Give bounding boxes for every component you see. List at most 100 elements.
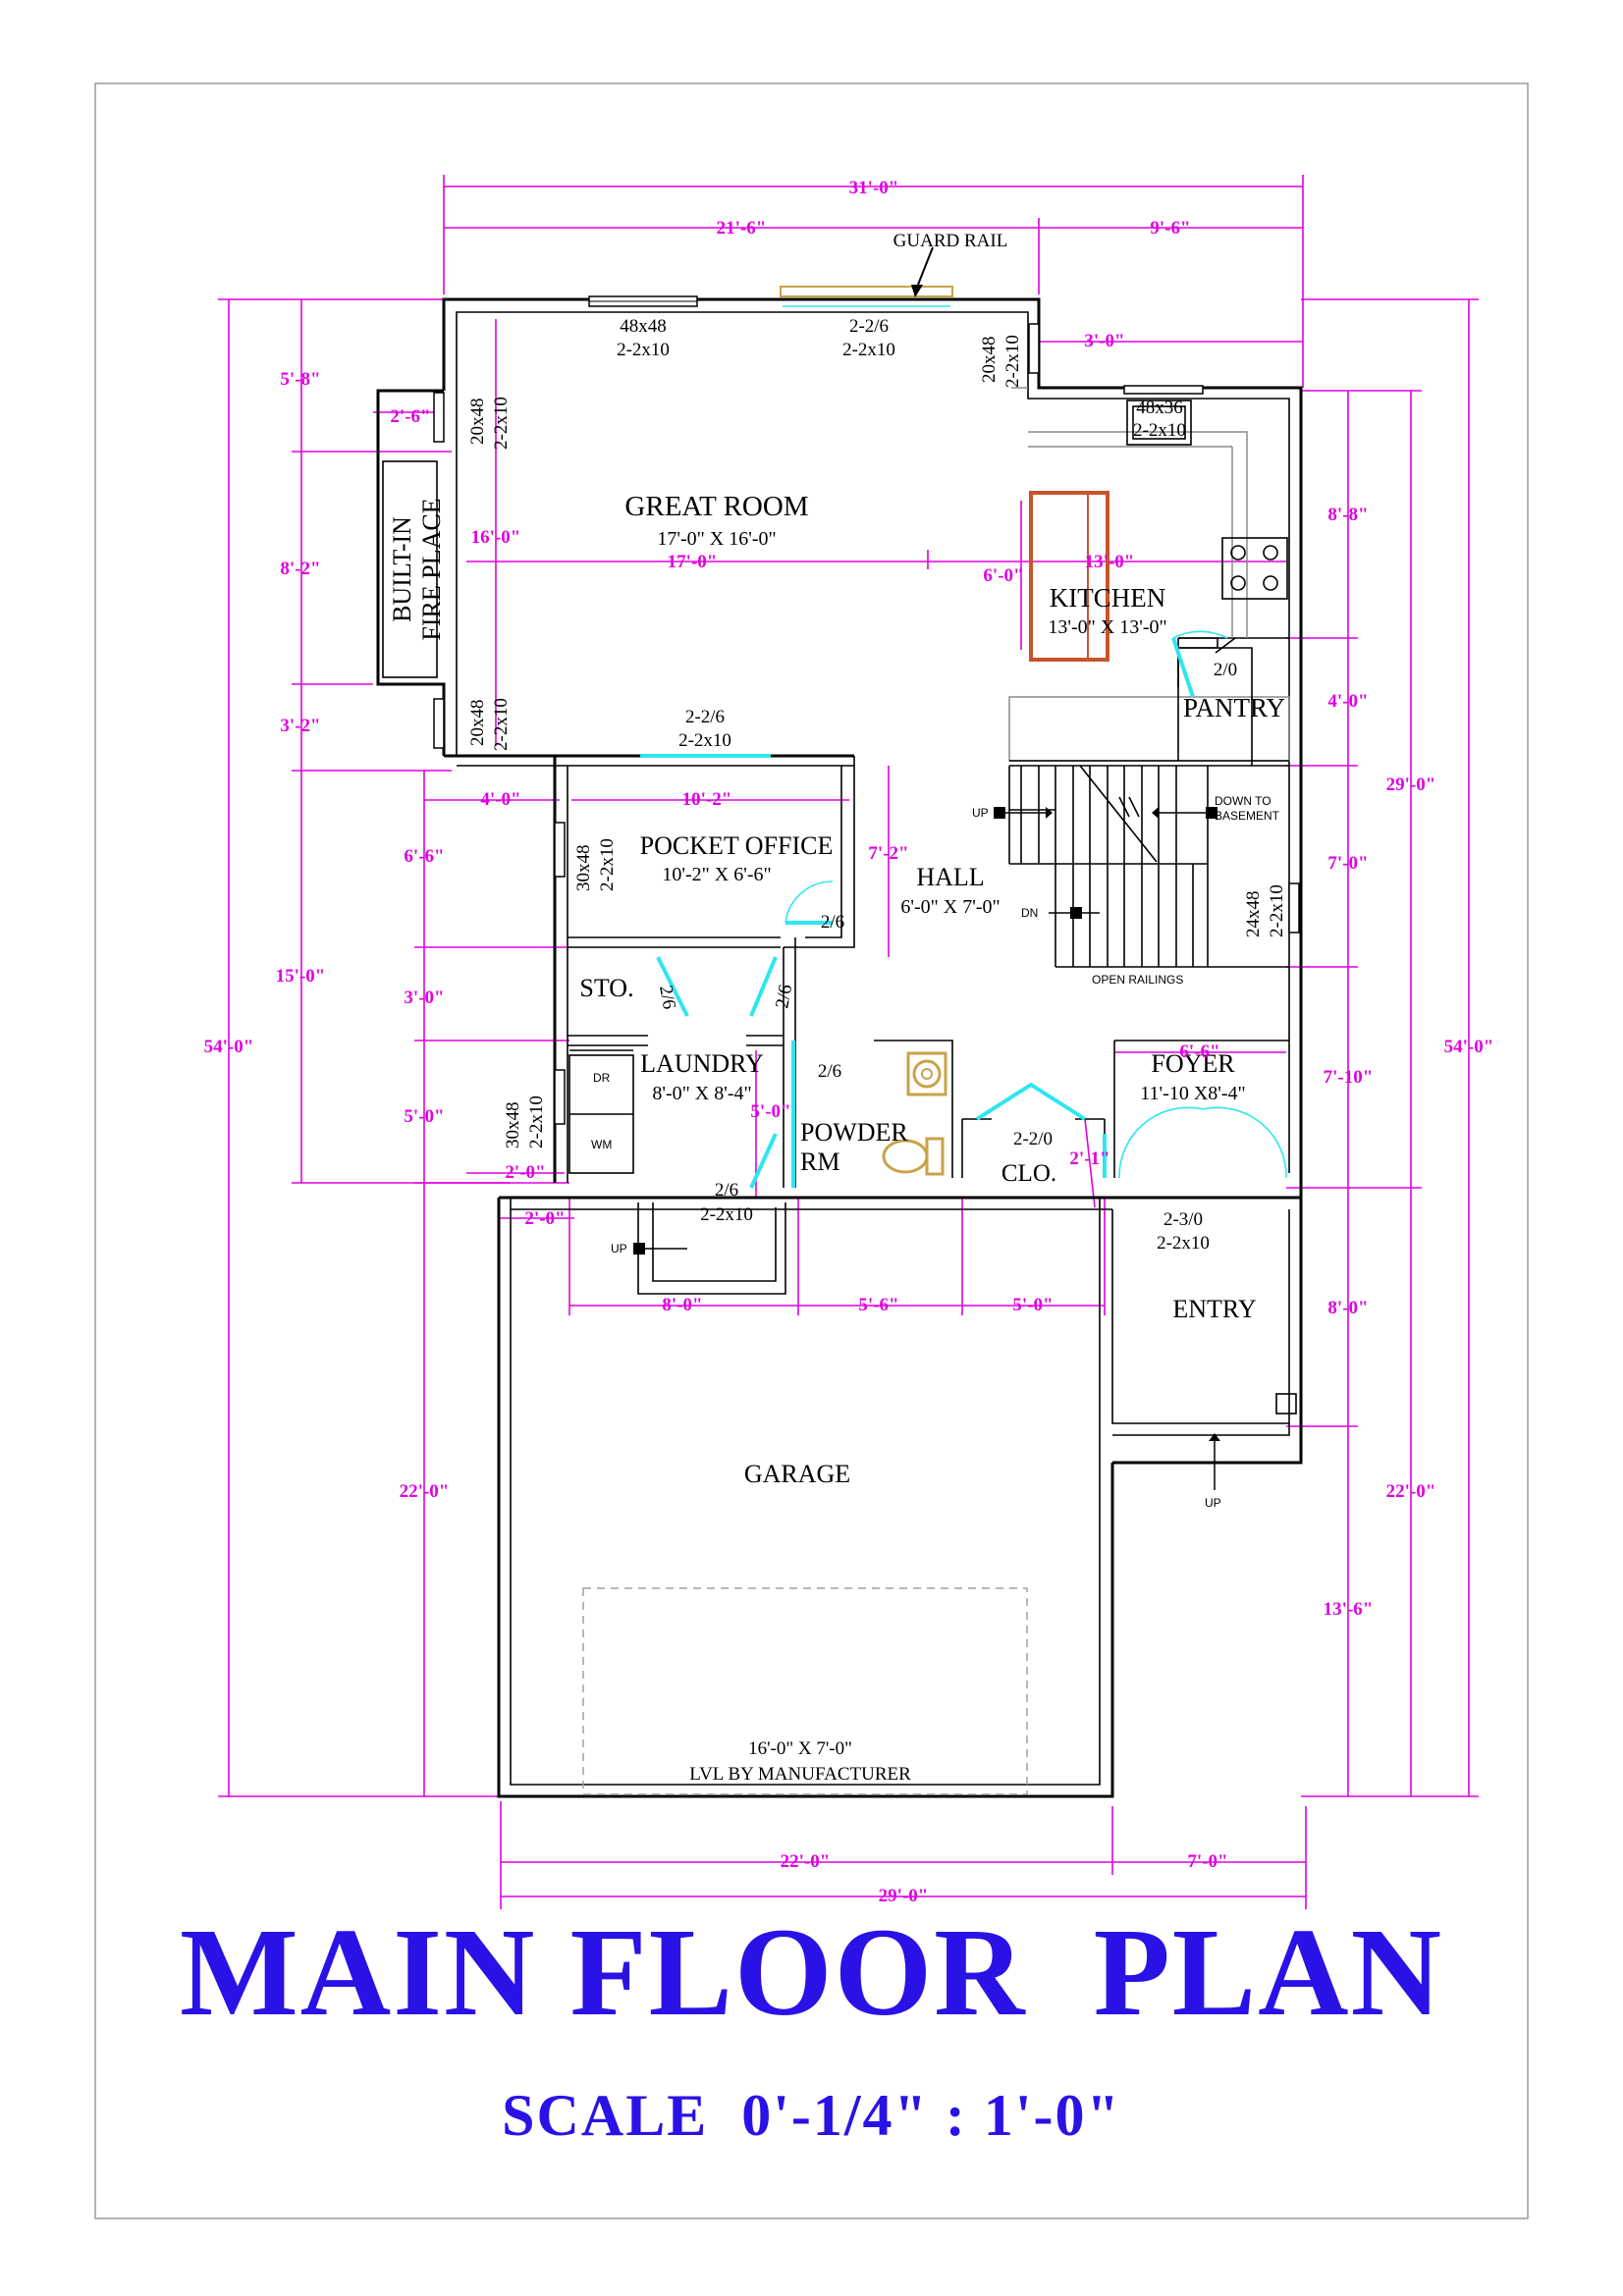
tag-w-stair-right-a: 24x48 xyxy=(1243,891,1264,938)
garage-door-note-text: LVL BY MANUFACTURER xyxy=(689,1764,911,1785)
up-label-entry: UP xyxy=(1205,1496,1221,1510)
dim-bot-8-0: 8'-0" xyxy=(662,1295,702,1315)
room-name-closet: CLO. xyxy=(1001,1160,1056,1187)
powder-fixtures xyxy=(882,1051,947,1176)
garage-door-note: 16'-0" X 7'-0" LVL BY MANUFACTURER xyxy=(689,1738,911,1785)
tag-w-kitchen-b: 2-2x10 xyxy=(1133,420,1186,441)
room-name-storage: STO. xyxy=(579,974,633,1002)
dim-left-2-6: 2'-6" xyxy=(390,406,430,427)
dim-hall-7-2: 7'-2" xyxy=(868,843,908,864)
tag-w-left-lower-b: 2-2x10 xyxy=(491,698,512,751)
fireplace-line-2: FIRE PLACE xyxy=(417,498,446,640)
up-label-stairs: UP xyxy=(972,806,989,820)
tag-d-garage-b: 2-2x10 xyxy=(700,1204,753,1225)
tag-d-entry-a: 2-3/0 xyxy=(1163,1209,1203,1230)
dim-left-8-2: 8'-2" xyxy=(280,559,320,579)
dryer-label: DR xyxy=(593,1071,611,1085)
dn-label-stairs: DN xyxy=(1021,906,1038,920)
open-railings-note: OPEN RAILINGS xyxy=(1092,973,1183,987)
dim-clo-2-1: 2'-1" xyxy=(1069,1148,1109,1169)
dim-great-16: 16'-0" xyxy=(471,527,521,548)
tag-w-left-lower-a: 20x48 xyxy=(467,700,488,747)
room-name-laundry: LAUNDRY xyxy=(640,1049,764,1078)
tag-w-laundry-b: 2-2x10 xyxy=(526,1095,547,1148)
dim-left-54: 54'-0" xyxy=(204,1037,254,1057)
dim-right-jog: 3'-0" xyxy=(1084,331,1124,351)
tag-w-stair-right-b: 2-2x10 xyxy=(1267,884,1287,937)
dim-bot-5-0: 5'-0" xyxy=(1012,1295,1053,1315)
tag-w-kitchen-a: 48x36 xyxy=(1136,398,1183,418)
sheet-border xyxy=(94,82,1529,2219)
windows xyxy=(433,286,1300,1125)
dim-kitchen-6: 6'-0" xyxy=(983,565,1023,586)
tag-w-left-upper-a: 20x48 xyxy=(467,399,488,446)
dim-left-5-0: 5'-0" xyxy=(404,1106,444,1127)
tag-w-top-left-a: 48x48 xyxy=(620,316,667,337)
room-name-hall: HALL xyxy=(916,863,984,891)
guard-rail-note: GUARD RAIL xyxy=(893,231,1008,251)
dim-right-54: 54'-0" xyxy=(1444,1037,1494,1057)
room-name-kitchen: KITCHEN xyxy=(1050,583,1165,613)
dim-top-overall: 31'-0" xyxy=(849,178,899,198)
dim-right-22: 22'-0" xyxy=(1386,1481,1436,1502)
room-size-hall: 6'-0" X 7'-0" xyxy=(900,896,1000,918)
down-to-basement-line-1: DOWN TO xyxy=(1215,794,1271,808)
room-size-laundry: 8'-0" X 8'-4" xyxy=(652,1083,751,1104)
plan-title: MAIN FLOOR PLAN xyxy=(179,1902,1444,2042)
dim-left-15: 15'-0" xyxy=(276,966,326,987)
room-name-garage: GARAGE xyxy=(744,1460,850,1488)
dim-left-3-2: 3'-2" xyxy=(280,716,320,736)
tag-d-closet-a: 2-2/0 xyxy=(1013,1129,1053,1149)
room-name-pantry: PANTRY xyxy=(1183,693,1285,722)
tag-w-top-right-b: 2-2x10 xyxy=(1002,335,1023,388)
up-label-garage: UP xyxy=(611,1242,627,1255)
room-name-great-room: GREAT ROOM xyxy=(624,491,808,522)
tag-w-office-a: 30x48 xyxy=(573,845,594,892)
fireplace-label: BUILT-IN FIRE PLACE xyxy=(388,498,446,640)
dim-bot-5-6: 5'-6" xyxy=(858,1295,898,1315)
tag-d-top-guard-b: 2-2x10 xyxy=(842,340,895,360)
room-size-pocket-office: 10'-2" X 6'-6" xyxy=(662,864,771,885)
dim-left-3-0: 3'-0" xyxy=(404,988,444,1008)
tag-d-entry-b: 2-2x10 xyxy=(1157,1233,1210,1254)
dim-base-22: 22'-0" xyxy=(781,1851,831,1872)
notes: GUARD RAIL DOWN TO BASEMENT OPEN RAILING… xyxy=(591,231,1280,1510)
tag-w-top-left-b: 2-2x10 xyxy=(617,340,670,360)
tag-w-office-b: 2-2x10 xyxy=(597,838,618,891)
room-labels: GREAT ROOM 17'-0" X 16'-0" KITCHEN 13'-0… xyxy=(579,491,1285,1488)
room-name-foyer: FOYER xyxy=(1151,1049,1235,1078)
dim-right-7-10: 7'-10" xyxy=(1324,1067,1374,1088)
opening-tags: 48x48 2-2x10 2-2/6 2-2x10 20x48 2-2x10 4… xyxy=(467,316,1287,1254)
plan-scale: SCALE 0'-1/4" : 1'-0" xyxy=(502,2083,1121,2148)
dim-right-7-0: 7'-0" xyxy=(1327,853,1368,874)
dim-left-5-8: 5'-8" xyxy=(280,369,320,390)
dim-powder-5-0: 5'-0" xyxy=(750,1101,790,1122)
dimension-lines xyxy=(218,175,1479,1909)
room-name-powder-rm: RM xyxy=(800,1148,839,1176)
walls xyxy=(376,297,1303,1798)
room-name-powder: POWDER xyxy=(800,1118,908,1147)
dim-left-2-0a: 2'-0" xyxy=(505,1162,545,1183)
tag-w-left-upper-b: 2-2x10 xyxy=(491,397,512,450)
tag-d-office-a: 2/6 xyxy=(821,912,844,933)
tag-w-laundry-a: 30x48 xyxy=(503,1102,523,1149)
tag-d-top-guard-a: 2-2/6 xyxy=(849,316,889,337)
fireplace-line-1: BUILT-IN xyxy=(388,516,416,622)
dim-right-8-0: 8'-0" xyxy=(1327,1298,1368,1318)
tag-d-pantry-a: 2/0 xyxy=(1214,660,1237,680)
tag-d-powder-a: 2/6 xyxy=(818,1061,841,1082)
tag-d-sto-a: 2/6 xyxy=(655,984,679,1011)
washer-label: WM xyxy=(591,1138,612,1151)
dim-top-left: 21'-6" xyxy=(717,218,767,239)
room-name-pocket-office: POCKET OFFICE xyxy=(640,831,834,860)
door-swings xyxy=(640,630,1287,1189)
down-to-basement-line-2: BASEMENT xyxy=(1215,809,1280,823)
tag-d-laundry-a: 2/6 xyxy=(772,983,796,1010)
dim-right-4-0: 4'-0" xyxy=(1327,691,1368,712)
dimension-texts: 31'-0" 21'-6" 9'-6" 3'-0" 5'-8" 2'-6" 8'… xyxy=(204,178,1494,1906)
room-size-kitchen: 13'-0" X 13'-0" xyxy=(1048,616,1166,638)
tag-w-top-right-a: 20x48 xyxy=(979,337,1000,384)
dim-great-17: 17'-0" xyxy=(668,552,718,572)
